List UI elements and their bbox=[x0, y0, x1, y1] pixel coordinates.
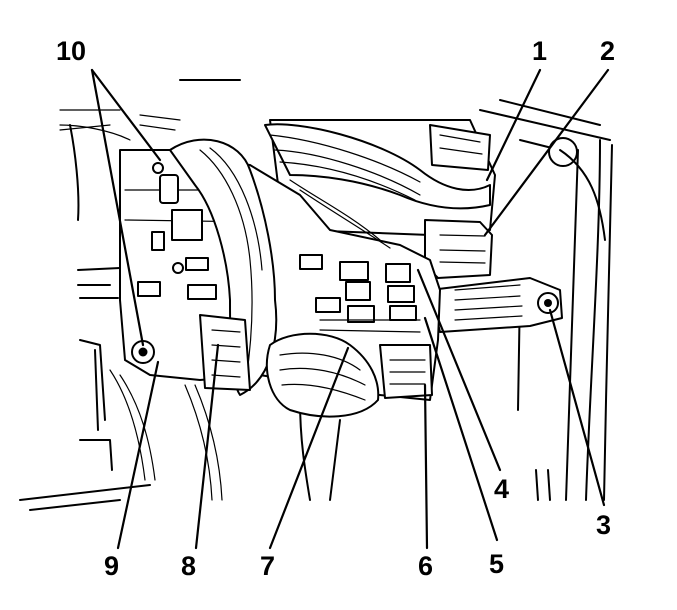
callout-10: 10 bbox=[56, 36, 86, 66]
callout-7: 7 bbox=[260, 551, 275, 581]
leader-9 bbox=[116, 360, 160, 550]
callout-8: 8 bbox=[181, 551, 196, 581]
background-structure bbox=[19, 79, 613, 511]
leader-1 bbox=[485, 68, 542, 182]
callout-6: 6 bbox=[418, 551, 433, 581]
mounting-bracket-right bbox=[429, 277, 563, 333]
leader-4 bbox=[416, 268, 502, 472]
leader-5 bbox=[423, 316, 499, 542]
callout-2: 2 bbox=[600, 36, 615, 66]
leader-lines bbox=[90, 68, 610, 550]
callout-9: 9 bbox=[104, 551, 119, 581]
callout-4: 4 bbox=[494, 474, 509, 504]
leader-10b bbox=[90, 68, 162, 162]
wire-harness-main bbox=[59, 114, 491, 501]
callout-labels: 1 2 3 4 5 6 7 8 9 10 bbox=[56, 36, 615, 581]
leader-2 bbox=[483, 68, 610, 237]
leader-10a bbox=[90, 68, 145, 347]
junction-block-housing bbox=[119, 149, 441, 401]
callout-3: 3 bbox=[596, 510, 611, 540]
leader-3 bbox=[548, 308, 606, 507]
leader-7 bbox=[268, 346, 350, 550]
callout-1: 1 bbox=[532, 36, 547, 66]
callout-5: 5 bbox=[489, 549, 504, 579]
leader-8 bbox=[194, 343, 220, 550]
leader-6 bbox=[423, 383, 429, 550]
